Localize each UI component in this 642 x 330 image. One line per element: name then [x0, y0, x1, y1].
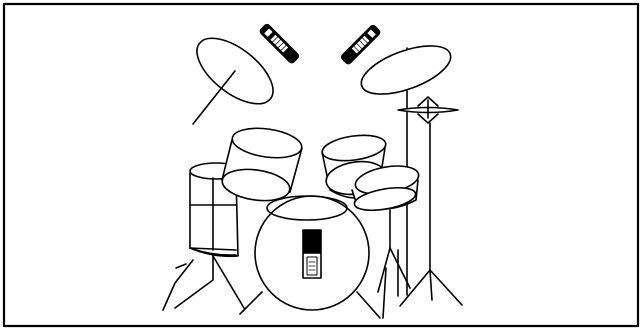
kick-drum-microphone	[303, 230, 321, 278]
